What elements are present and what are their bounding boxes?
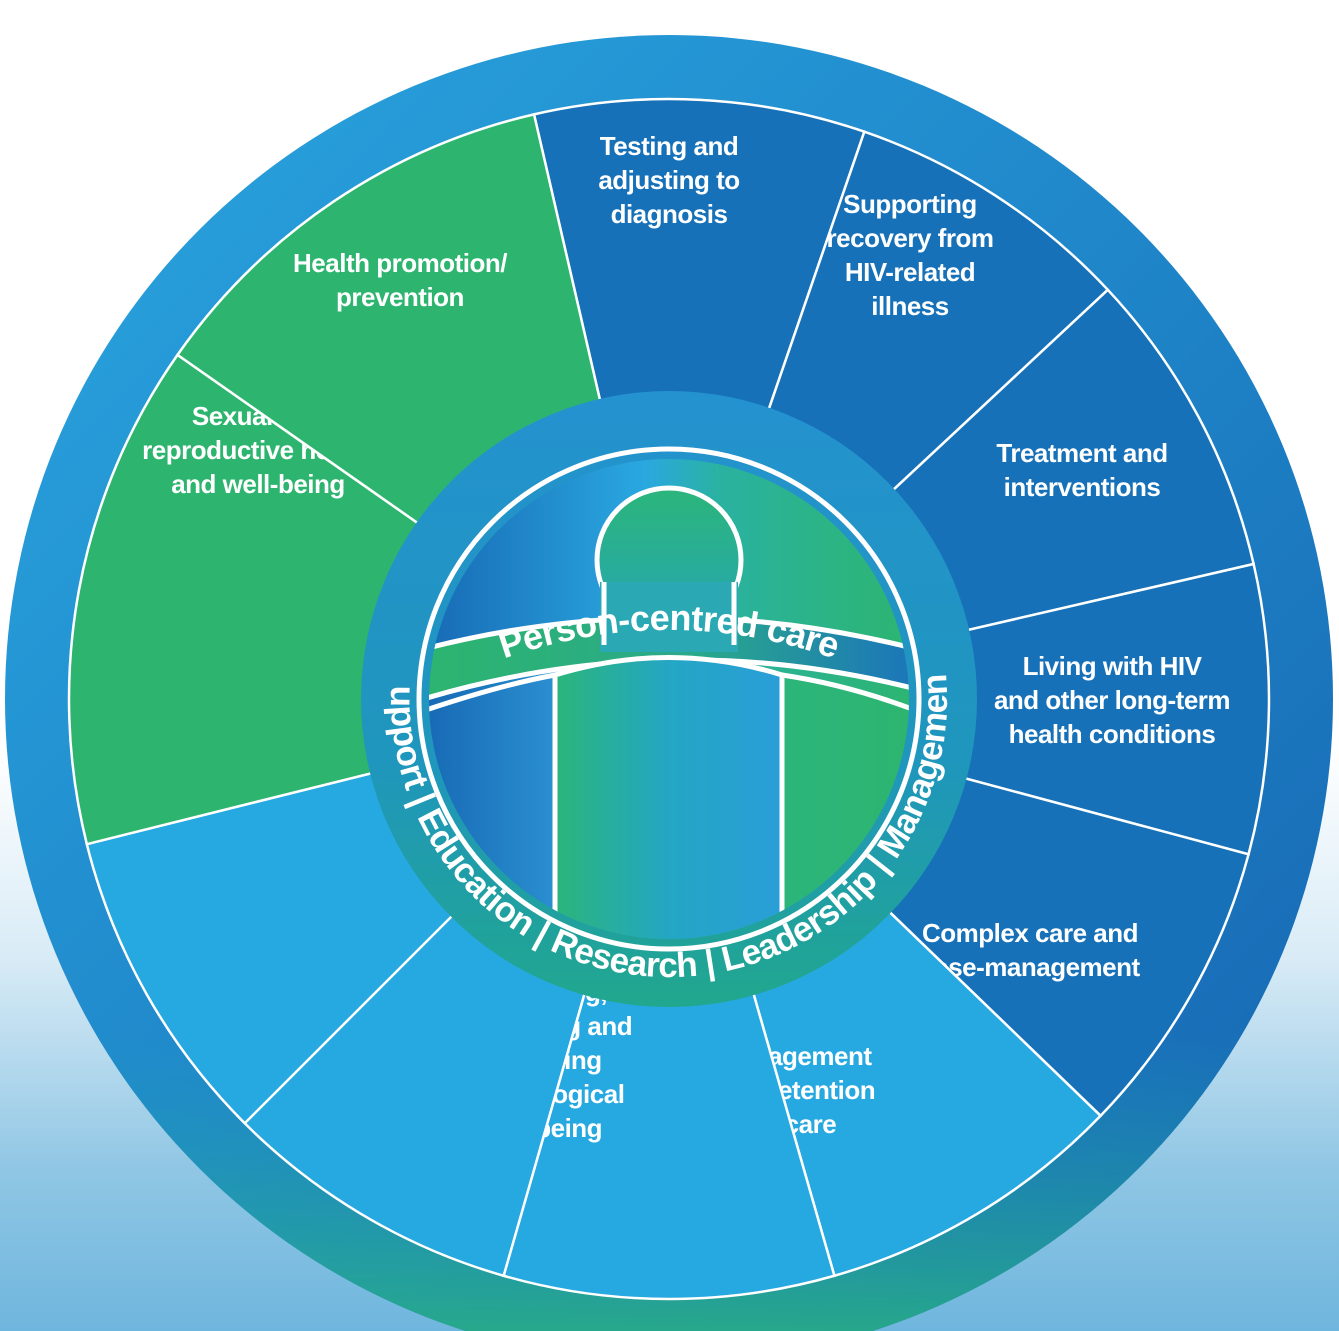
person-neck-outline [601,582,737,645]
inner-circle-border [416,446,922,952]
person-neck [600,582,738,652]
segment-label-health-promotion: Health promotion/prevention [293,248,507,312]
person-body [552,655,785,939]
